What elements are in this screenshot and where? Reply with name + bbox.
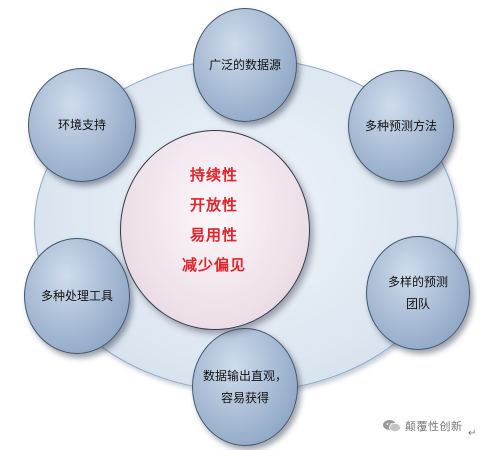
center-text: 持续性 开放性 易用性 减少偏见	[120, 160, 308, 280]
center-line-reduce-bias: 减少偏见	[181, 256, 246, 274]
node-label: 数据输出直观，容易获得	[203, 369, 288, 405]
node-prediction-teams: 多样的预测团队	[366, 236, 470, 350]
node-label: 多种预测方法	[364, 119, 437, 133]
node-label: 广泛的数据源	[208, 58, 281, 72]
watermark-text: 颠覆性创新	[405, 420, 463, 433]
paragraph-mark-icon: ↵	[468, 428, 477, 439]
wechat-icon	[383, 420, 401, 433]
center-line-sustainability: 持续性	[189, 166, 238, 184]
node-label: 环境支持	[57, 118, 106, 132]
center-line-usability: 易用性	[189, 226, 238, 244]
node-data-sources: 广泛的数据源	[193, 8, 297, 122]
center-line-openness: 开放性	[189, 196, 238, 214]
center-ellipse	[120, 130, 310, 330]
node-processing-tools: 多种处理工具	[24, 238, 130, 354]
node-prediction-methods: 多种预测方法	[348, 70, 454, 182]
watermark: 颠覆性创新	[382, 418, 463, 434]
node-environment-support: 环境支持	[28, 68, 136, 182]
node-label: 多种处理工具	[40, 289, 113, 303]
node-data-output: 数据输出直观，容易获得	[192, 328, 298, 446]
node-label: 多样的预测团队	[387, 275, 448, 311]
